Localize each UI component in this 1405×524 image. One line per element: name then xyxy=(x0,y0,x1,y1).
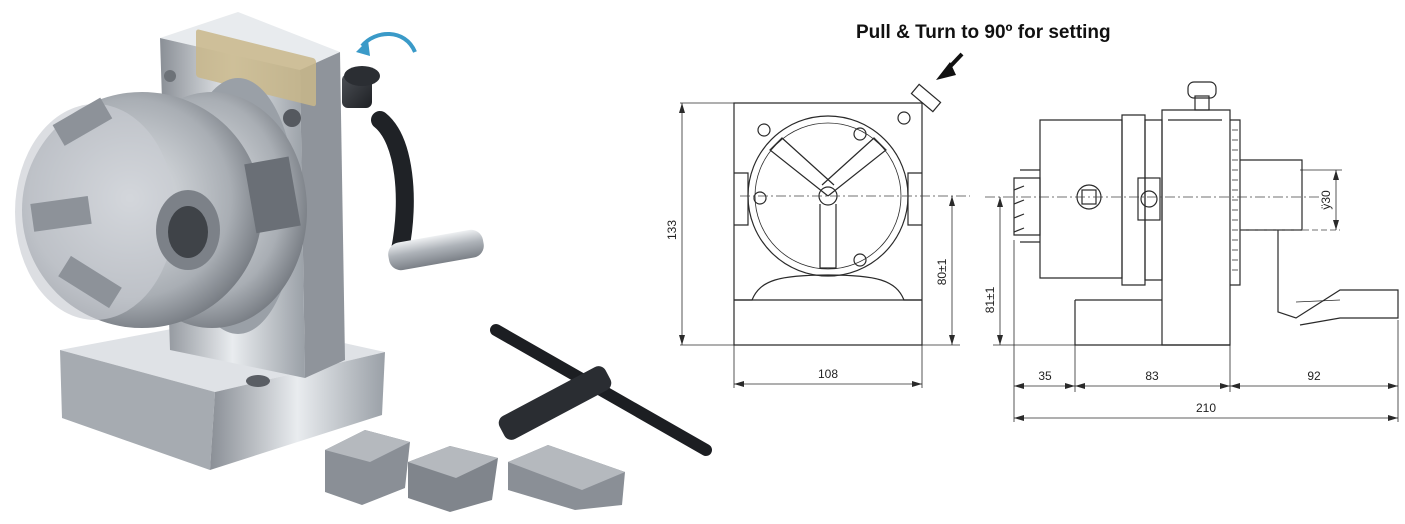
dim-base-left: 35 xyxy=(1038,369,1052,383)
three-jaw-chuck xyxy=(15,78,307,334)
spare-jaws xyxy=(325,430,625,512)
rotation-arrow-icon xyxy=(356,32,417,56)
pointer-arrow-icon xyxy=(936,52,964,80)
dim-center-height-front: 80±1 xyxy=(935,258,949,285)
nameplate xyxy=(196,29,316,107)
dim-base-mid: 83 xyxy=(1145,369,1159,383)
product-illustration xyxy=(15,12,712,512)
callout-label: Pull & Turn to 90º for setting xyxy=(856,22,1111,43)
dim-handle-len: 92 xyxy=(1307,369,1321,383)
side-view-drawing xyxy=(985,81,1399,422)
index-knob xyxy=(342,66,380,108)
chuck-key xyxy=(490,324,712,456)
dim-center-height-side: 81±1 xyxy=(983,286,997,313)
crank-handle xyxy=(371,111,484,271)
front-view-drawing xyxy=(679,83,970,388)
dim-total-len: 210 xyxy=(1196,401,1216,415)
dim-handle-offset: ÿ30 xyxy=(1319,190,1333,210)
dim-front-width: 108 xyxy=(818,367,838,381)
dim-front-height: 133 xyxy=(665,220,679,240)
